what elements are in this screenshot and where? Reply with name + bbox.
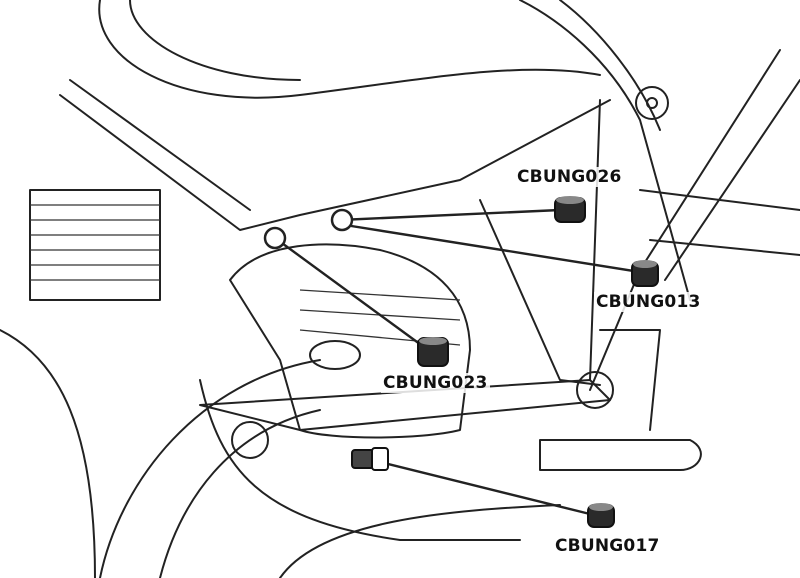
footpeg-bracket xyxy=(599,329,661,431)
swingarm-pivot xyxy=(576,371,614,409)
bung-cbung013-icon xyxy=(631,260,659,287)
engine-cover-bolt xyxy=(231,421,269,459)
frame-mount-eye xyxy=(635,86,669,120)
bung-cbung026-icon xyxy=(554,196,586,223)
label-cbung023: CBUNG023 xyxy=(381,373,490,393)
bung-cbung023-icon xyxy=(417,337,449,367)
rear-frame-outline xyxy=(519,0,691,301)
tank-line xyxy=(129,0,301,81)
oil-cooler xyxy=(29,189,161,301)
label-cbung026: CBUNG026 xyxy=(515,167,624,187)
exhaust-pipe xyxy=(279,504,561,578)
footpeg xyxy=(539,439,702,471)
frame-tube-upper-2 xyxy=(69,79,251,211)
installed-bung xyxy=(351,447,389,471)
bung-cbung017-icon xyxy=(587,503,615,528)
front-wheel-outline xyxy=(0,329,96,578)
fuel-tank-outline xyxy=(98,0,601,99)
frame-mount-hole xyxy=(646,97,658,109)
exhaust-header xyxy=(99,359,321,578)
frame-diagonal xyxy=(479,199,601,386)
leader-line-cbung023 xyxy=(274,237,429,351)
label-cbung017: CBUNG017 xyxy=(553,536,662,556)
engine-block-outline xyxy=(199,379,521,541)
rear-subframe-tube-2 xyxy=(664,79,800,281)
mount-point xyxy=(263,226,287,250)
mount-point xyxy=(330,208,354,232)
leader-line-cbung017 xyxy=(379,460,599,518)
leader-line-cbung026 xyxy=(339,208,561,222)
rear-frame-cross xyxy=(639,189,800,256)
leader-line-cbung013 xyxy=(344,223,641,274)
frame-tube-upper xyxy=(59,94,611,231)
side-cover-line xyxy=(559,0,661,131)
rear-subframe-tube xyxy=(589,49,781,391)
frame-upright xyxy=(589,99,601,381)
label-cbung013: CBUNG013 xyxy=(594,292,703,312)
exhaust-header-2 xyxy=(159,409,321,578)
